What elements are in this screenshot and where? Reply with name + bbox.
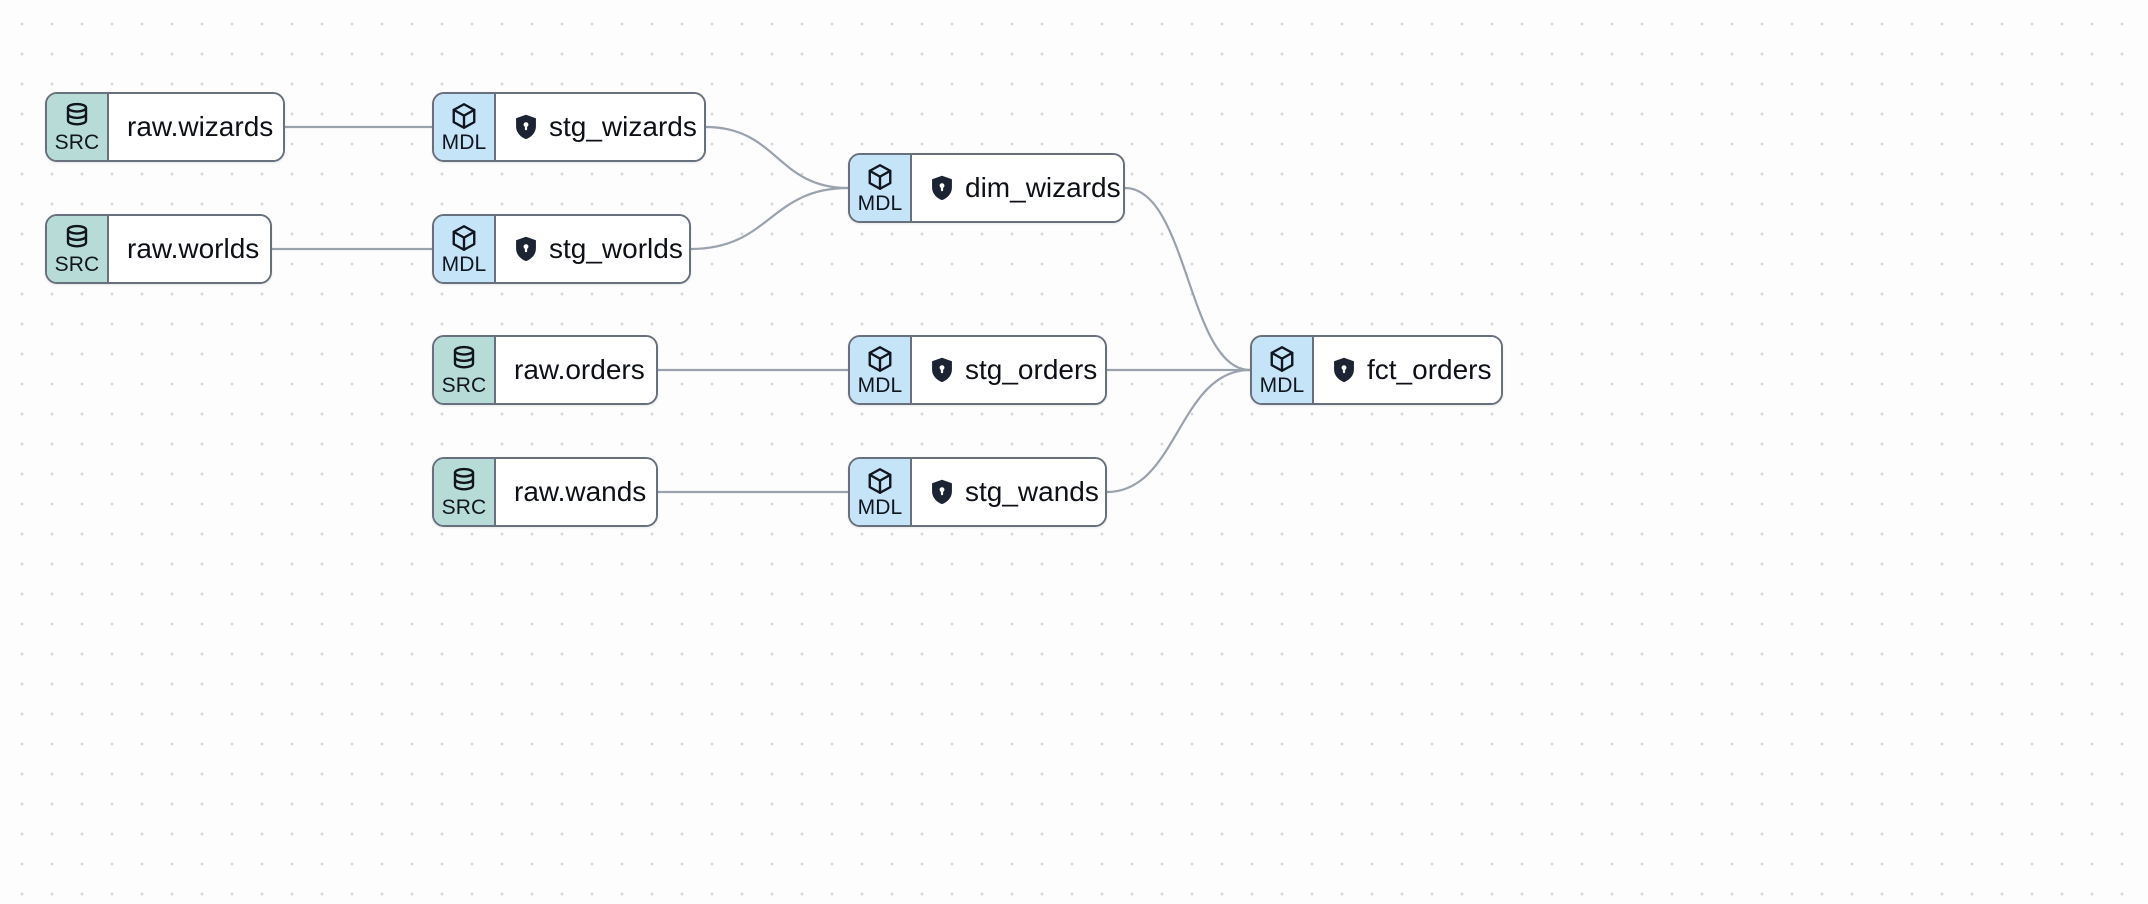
node-body: dim_wizards <box>912 155 1123 221</box>
lock-shield-icon <box>930 175 954 201</box>
lock-shield-icon <box>514 236 538 262</box>
node-body: stg_worlds <box>496 216 689 282</box>
node-type-badge-mdl: MDL <box>434 94 496 160</box>
node-type-label: SRC <box>54 131 100 154</box>
lock-shield-icon <box>1332 357 1356 383</box>
node-type-label: SRC <box>441 374 487 397</box>
node-type-label: MDL <box>1259 374 1305 397</box>
database-icon <box>449 466 479 496</box>
node-type-badge-src: SRC <box>47 216 109 282</box>
edge-stg_wizards-to-dim_wizards <box>704 125 850 190</box>
node-body: raw.worlds <box>109 216 270 282</box>
node-raw_wands[interactable]: SRC raw.wands <box>432 457 658 527</box>
node-label: fct_orders <box>1367 353 1492 385</box>
node-label: dim_wizards <box>965 171 1121 203</box>
node-stg_wizards[interactable]: MDL stg_wizards <box>432 92 706 162</box>
node-dim_wizards[interactable]: MDL dim_wizards <box>848 153 1125 223</box>
node-stg_worlds[interactable]: MDL stg_worlds <box>432 214 691 284</box>
node-type-label: MDL <box>857 374 903 397</box>
node-type-badge-src: SRC <box>47 94 109 160</box>
node-body: stg_wands <box>912 459 1105 525</box>
node-fct_orders[interactable]: MDL fct_orders <box>1250 335 1503 405</box>
node-type-label: SRC <box>441 496 487 519</box>
node-body: raw.wands <box>496 459 656 525</box>
node-type-badge-mdl: MDL <box>850 155 912 221</box>
node-type-label: MDL <box>857 192 903 215</box>
lock-shield-icon <box>930 479 954 505</box>
node-label: raw.wands <box>514 475 647 507</box>
node-type-badge-mdl: MDL <box>850 459 912 525</box>
node-type-label: SRC <box>54 253 100 276</box>
node-label: stg_worlds <box>549 232 683 264</box>
node-type-label: MDL <box>857 496 903 519</box>
node-type-badge-src: SRC <box>434 337 496 403</box>
lock-shield-icon <box>514 114 538 140</box>
edge-stg_wands-to-fct_orders <box>1105 368 1252 494</box>
lock-shield-icon <box>930 357 954 383</box>
node-raw_worlds[interactable]: SRC raw.worlds <box>45 214 272 284</box>
cube-icon <box>1267 344 1297 374</box>
node-type-label: MDL <box>441 131 487 154</box>
node-type-badge-mdl: MDL <box>434 216 496 282</box>
database-icon <box>449 344 479 374</box>
cube-icon <box>449 223 479 253</box>
node-label: stg_orders <box>965 353 1098 385</box>
node-type-label: MDL <box>441 253 487 276</box>
edge-stg_worlds-to-dim_wizards <box>689 186 850 251</box>
node-stg_orders[interactable]: MDL stg_orders <box>848 335 1107 405</box>
node-raw_orders[interactable]: SRC raw.orders <box>432 335 658 405</box>
node-type-badge-mdl: MDL <box>850 337 912 403</box>
node-body: stg_orders <box>912 337 1105 403</box>
node-label: raw.wizards <box>127 110 274 142</box>
node-body: stg_wizards <box>496 94 704 160</box>
node-stg_wands[interactable]: MDL stg_wands <box>848 457 1107 527</box>
node-raw_wizards[interactable]: SRC raw.wizards <box>45 92 285 162</box>
node-label: raw.orders <box>514 353 645 385</box>
cube-icon <box>865 466 895 496</box>
cube-icon <box>865 344 895 374</box>
node-body: fct_orders <box>1314 337 1501 403</box>
cube-icon <box>449 101 479 131</box>
database-icon <box>62 223 92 253</box>
node-body: raw.wizards <box>109 94 283 160</box>
node-type-badge-mdl: MDL <box>1252 337 1314 403</box>
node-type-badge-src: SRC <box>434 459 496 525</box>
node-label: raw.worlds <box>127 232 260 264</box>
database-icon <box>62 101 92 131</box>
node-body: raw.orders <box>496 337 656 403</box>
cube-icon <box>865 162 895 192</box>
node-label: stg_wizards <box>549 110 697 142</box>
edge-dim_wizards-to-fct_orders <box>1123 186 1252 372</box>
node-label: stg_wands <box>965 475 1099 507</box>
